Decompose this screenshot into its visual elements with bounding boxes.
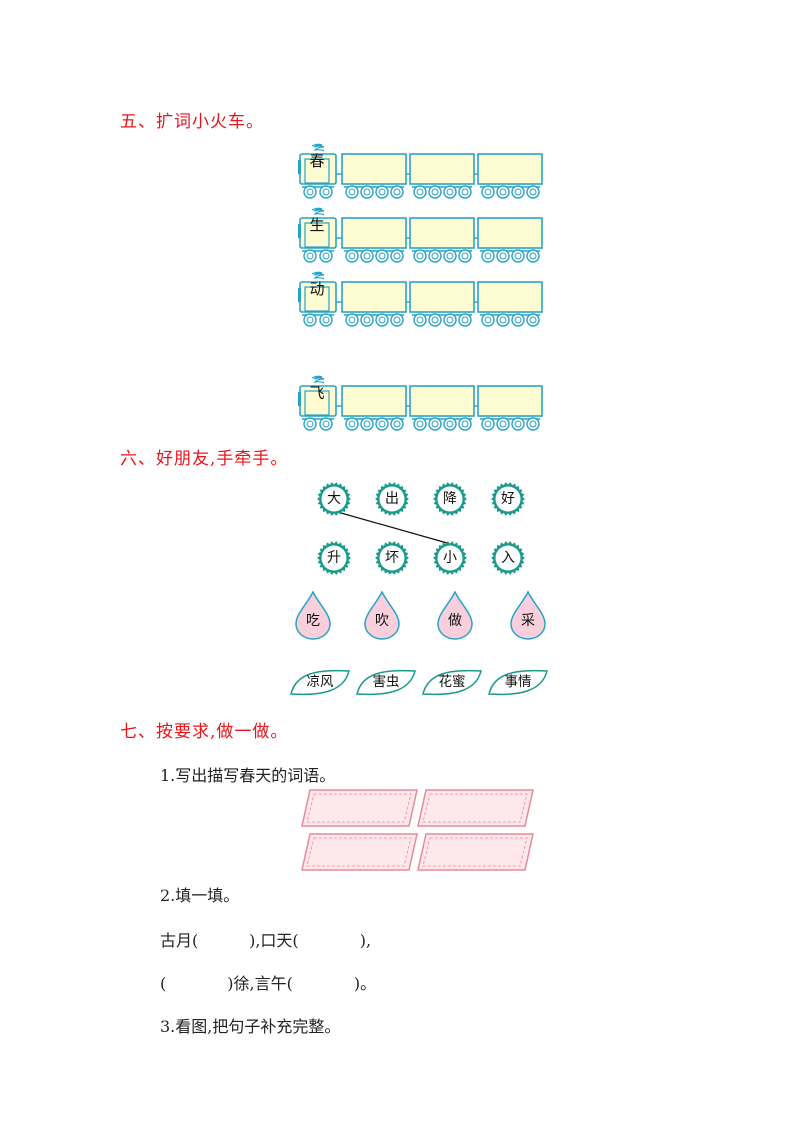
word-bubble[interactable]: 坏 xyxy=(374,540,410,576)
water-drop[interactable]: 吹 xyxy=(362,590,402,640)
word-leaf[interactable]: 事情 xyxy=(486,667,550,697)
section-6-heading: 六、好朋友,手牵手。 xyxy=(120,449,289,469)
section-7-heading: 七、按要求,做一做。 xyxy=(120,722,289,742)
word-leaf[interactable]: 花蜜 xyxy=(420,667,484,697)
fill-blank-line-1[interactable]: 古月( ),口天( ), xyxy=(160,931,372,950)
word-bubble[interactable]: 入 xyxy=(490,540,526,576)
train-character: 飞 xyxy=(309,384,325,402)
word-bubble[interactable]: 好 xyxy=(490,481,526,517)
word-leaf[interactable]: 害虫 xyxy=(354,667,418,697)
train-character: 生 xyxy=(309,216,325,234)
fill-blank-line-2[interactable]: ( )徐,言午( )。 xyxy=(160,974,377,993)
word-train: 动 xyxy=(296,266,546,327)
water-drop[interactable]: 采 xyxy=(508,590,548,640)
word-train: 生 xyxy=(296,202,546,263)
word-bubble[interactable]: 升 xyxy=(316,540,352,576)
word-bubble[interactable]: 出 xyxy=(374,481,410,517)
water-drop[interactable]: 吃 xyxy=(293,590,333,640)
train-character: 动 xyxy=(309,280,325,298)
question-3: 3.看图,把句子补充完整。 xyxy=(160,1017,341,1036)
section-5-heading: 五、扩词小火车。 xyxy=(120,112,264,132)
word-bubble[interactable]: 降 xyxy=(432,481,468,517)
question-2: 2.填一填。 xyxy=(160,886,240,905)
water-drop[interactable]: 做 xyxy=(435,590,475,640)
word-bubble[interactable]: 大 xyxy=(316,481,352,517)
word-leaf[interactable]: 凉风 xyxy=(288,667,352,697)
word-train: 飞 xyxy=(296,370,546,431)
question-1: 1.写出描写春天的词语。 xyxy=(160,766,336,785)
train-character: 春 xyxy=(309,152,325,170)
answer-boxes[interactable] xyxy=(300,788,540,874)
word-train: 春 xyxy=(296,138,546,199)
word-bubble[interactable]: 小 xyxy=(432,540,468,576)
